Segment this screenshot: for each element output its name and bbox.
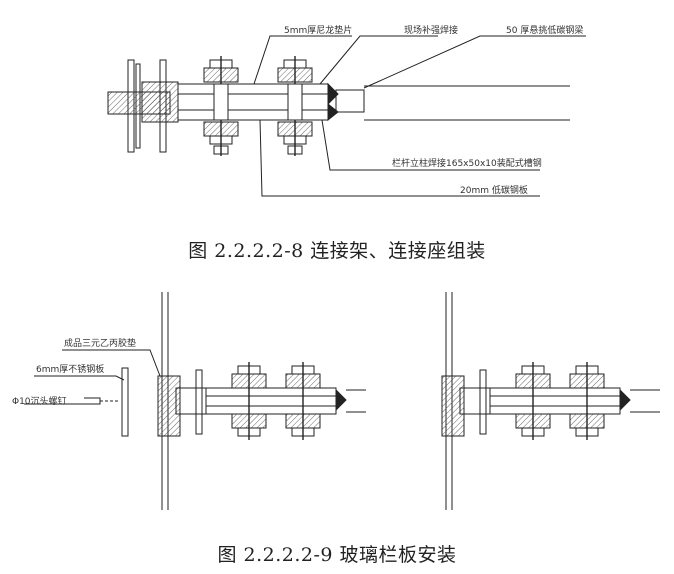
ss-plate	[121, 367, 129, 437]
label-nylon-pad: 5mm厚尼龙垫片	[284, 24, 352, 36]
figure1-drawing	[107, 35, 586, 197]
label-beam: 50 厚悬挑低碳钢梁	[506, 24, 583, 36]
label-site-weld: 现场补强焊接	[404, 24, 458, 36]
figure2-right-drawing	[441, 292, 660, 510]
figure1-caption: 图 2.2.2.2-8 连接架、连接座组装	[188, 240, 486, 262]
channel-body	[177, 83, 329, 121]
cantilever-beam	[335, 89, 365, 113]
figure2-left-drawing	[24, 292, 366, 510]
label-bolt: Φ10沉头螺钉	[12, 396, 67, 407]
figure2-caption: 图 2.2.2.2-9 玻璃栏板安装	[217, 544, 457, 566]
bolt-assembly-right	[277, 56, 313, 156]
label-epdm-pad: 成品三元乙丙胶垫	[64, 337, 136, 349]
label-plate: 20mm 低碳钢板	[460, 184, 528, 196]
label-post-weld: 栏杆立柱焊接165x50x10装配式槽钢	[392, 157, 542, 169]
bolt-assembly-left	[203, 56, 239, 156]
label-ss-plate: 6mm厚不锈钢板	[36, 363, 104, 375]
